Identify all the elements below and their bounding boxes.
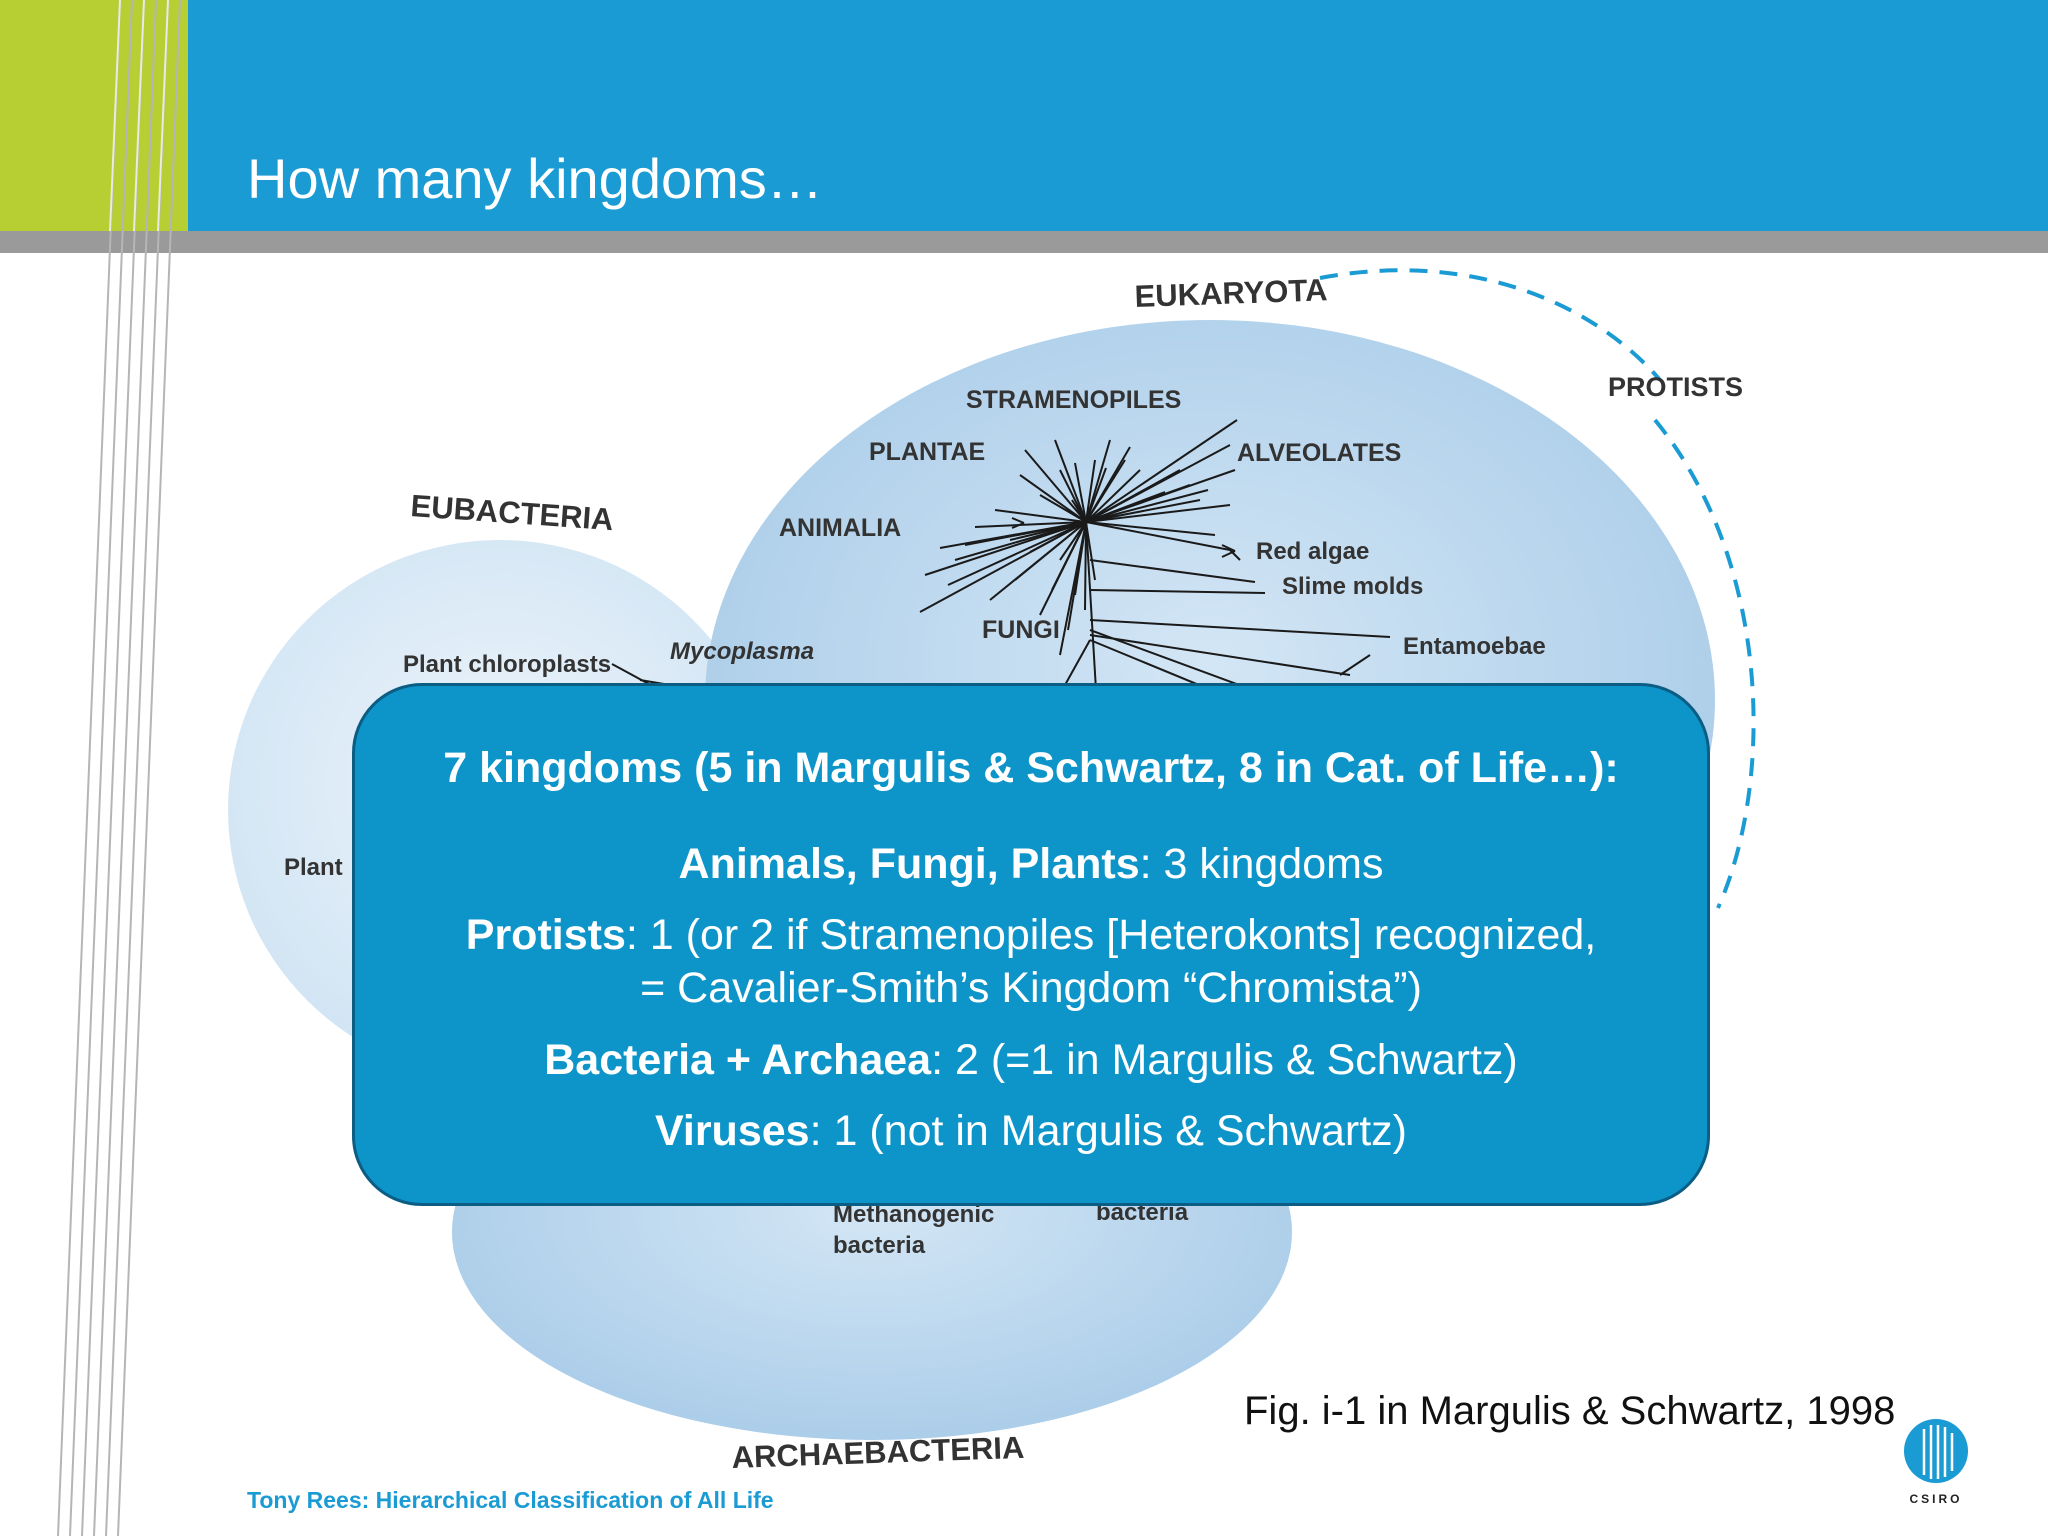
callout-line-protists-bold: Protists xyxy=(465,911,626,959)
callout-heading: 7 kingdoms (5 in Margulis & Schwartz, 8 … xyxy=(443,744,1619,792)
callout-line-bacteria-text: : 2 (=1 in Margulis & Schwartz) xyxy=(931,1036,1518,1084)
slide-title: How many kingdoms… xyxy=(247,147,823,210)
header-underline xyxy=(0,231,2048,253)
label-plantae: PLANTAE xyxy=(869,438,985,466)
kingdoms-callout: 7 kingdoms (5 in Margulis & Schwartz, 8 … xyxy=(352,683,1710,1206)
label-eubacteria: EUBACTERIA xyxy=(410,488,615,537)
label-fungi: FUNGI xyxy=(982,616,1060,644)
label-plant-chloroplasts: Plant chloroplasts xyxy=(403,651,611,678)
phylogenetic-tree xyxy=(919,419,1391,736)
label-animalia: ANIMALIA xyxy=(779,514,901,542)
label-mycoplasma: Mycoplasma xyxy=(670,638,814,665)
label-alveolates: ALVEOLATES xyxy=(1237,439,1401,467)
label-protists: PROTISTS xyxy=(1608,372,1743,402)
label-stramenopiles: STRAMENOPILES xyxy=(966,386,1181,414)
callout-line-animals-text: : 3 kingdoms xyxy=(1139,840,1384,888)
footer-credit: Tony Rees: Hierarchical Classification o… xyxy=(247,1487,774,1513)
csiro-logo-icon: CSIRO xyxy=(1904,1419,1968,1506)
figure-caption: Fig. i-1 in Margulis & Schwartz, 1998 xyxy=(1244,1389,1896,1433)
protists-arc xyxy=(1319,268,1756,909)
callout-line-protists: Protists: 1 (or 2 if Stramenopiles [Hete… xyxy=(355,911,1707,960)
label-methanogenic-bacteria: bacteria xyxy=(833,1232,926,1259)
header-bar xyxy=(0,0,2048,231)
label-slime-molds: Slime molds xyxy=(1282,573,1423,600)
callout-line-viruses-bold: Viruses xyxy=(654,1107,810,1155)
callout-line-animals-bold: Animals, Fungi, Plants xyxy=(678,840,1140,888)
decorative-lines xyxy=(57,0,181,1536)
label-eukaryota: EUKARYOTA xyxy=(1134,272,1328,314)
label-red-algae: Red algae xyxy=(1256,538,1369,565)
callout-line-bacteria-bold: Bacteria + Archaea xyxy=(544,1036,932,1084)
callout-line-protists-text: : 1 (or 2 if Stramenopiles [Heterokonts]… xyxy=(625,911,1597,959)
label-plant-partial: Plant xyxy=(284,854,343,881)
label-archaebacteria: ARCHAEBACTERIA xyxy=(731,1430,1025,1475)
callout-line-chromista: = Cavalier-Smith’s Kingdom “Chromista”) xyxy=(640,964,1422,1012)
csiro-logo-text: CSIRO xyxy=(1909,1492,1962,1506)
callout-line-bacteria: Bacteria + Archaea: 2 (=1 in Margulis & … xyxy=(355,1036,1707,1085)
callout-line-viruses-text: : 1 (not in Margulis & Schwartz) xyxy=(809,1107,1408,1155)
callout-line-animals: Animals, Fungi, Plants: 3 kingdoms xyxy=(355,840,1707,889)
accent-bar xyxy=(0,0,188,231)
label-entamoebae: Entamoebae xyxy=(1403,633,1546,660)
callout-line-viruses: Viruses: 1 (not in Margulis & Schwartz) xyxy=(355,1107,1707,1156)
